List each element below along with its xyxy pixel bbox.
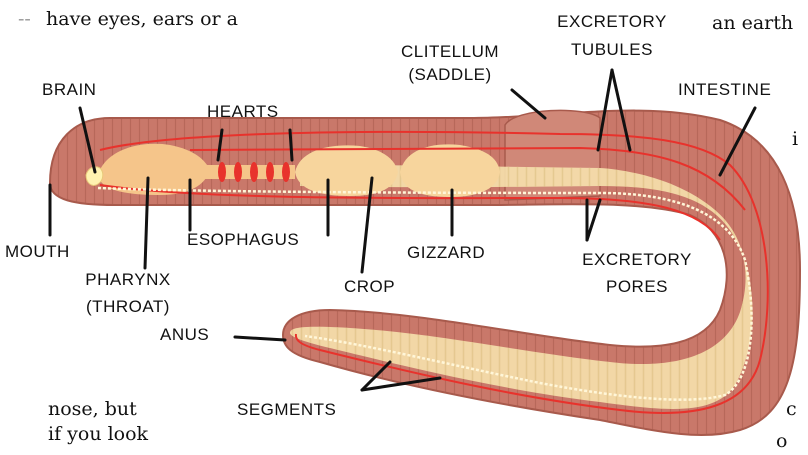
- hearts-leader-2: [290, 130, 292, 160]
- label-intestine: INTESTINE: [678, 80, 771, 100]
- heart-4: [266, 162, 274, 182]
- heart-5: [282, 162, 290, 182]
- prose-line-4: nose, but: [48, 398, 137, 420]
- label-mouth: MOUTH: [5, 242, 70, 262]
- heart-3: [250, 162, 258, 182]
- prose-line-7: o: [776, 430, 787, 452]
- label-excretory-tubules: EXCRETORY: [557, 12, 667, 32]
- label-pores: PORES: [606, 277, 668, 297]
- label-crop: CROP: [344, 277, 395, 297]
- prose-dash: --: [18, 8, 31, 30]
- label-saddle: (SADDLE): [408, 65, 491, 85]
- pores-leader-2: [587, 200, 600, 240]
- prose-line-3: i: [792, 128, 798, 150]
- prose-line-1: have eyes, ears or a: [46, 8, 238, 30]
- label-pharynx: PHARYNX: [85, 270, 170, 290]
- anus-leader: [235, 337, 285, 340]
- label-esophagus: ESOPHAGUS: [187, 230, 299, 250]
- label-tubules: TUBULES: [571, 40, 653, 60]
- label-gizzard: GIZZARD: [407, 243, 485, 263]
- label-anus: ANUS: [160, 325, 209, 345]
- label-segments: SEGMENTS: [237, 400, 336, 420]
- label-hearts: HEARTS: [207, 102, 279, 122]
- prose-line-2: an earth: [712, 12, 793, 34]
- prose-line-5: if you look: [48, 423, 148, 445]
- heart-2: [234, 162, 242, 182]
- label-excretory-pores: EXCRETORY: [582, 250, 692, 270]
- label-clitellum: CLITELLUM: [401, 42, 499, 62]
- heart-1: [218, 162, 226, 182]
- prose-line-6: c: [786, 398, 797, 420]
- label-throat: (THROAT): [86, 297, 170, 317]
- label-brain: BRAIN: [42, 80, 96, 100]
